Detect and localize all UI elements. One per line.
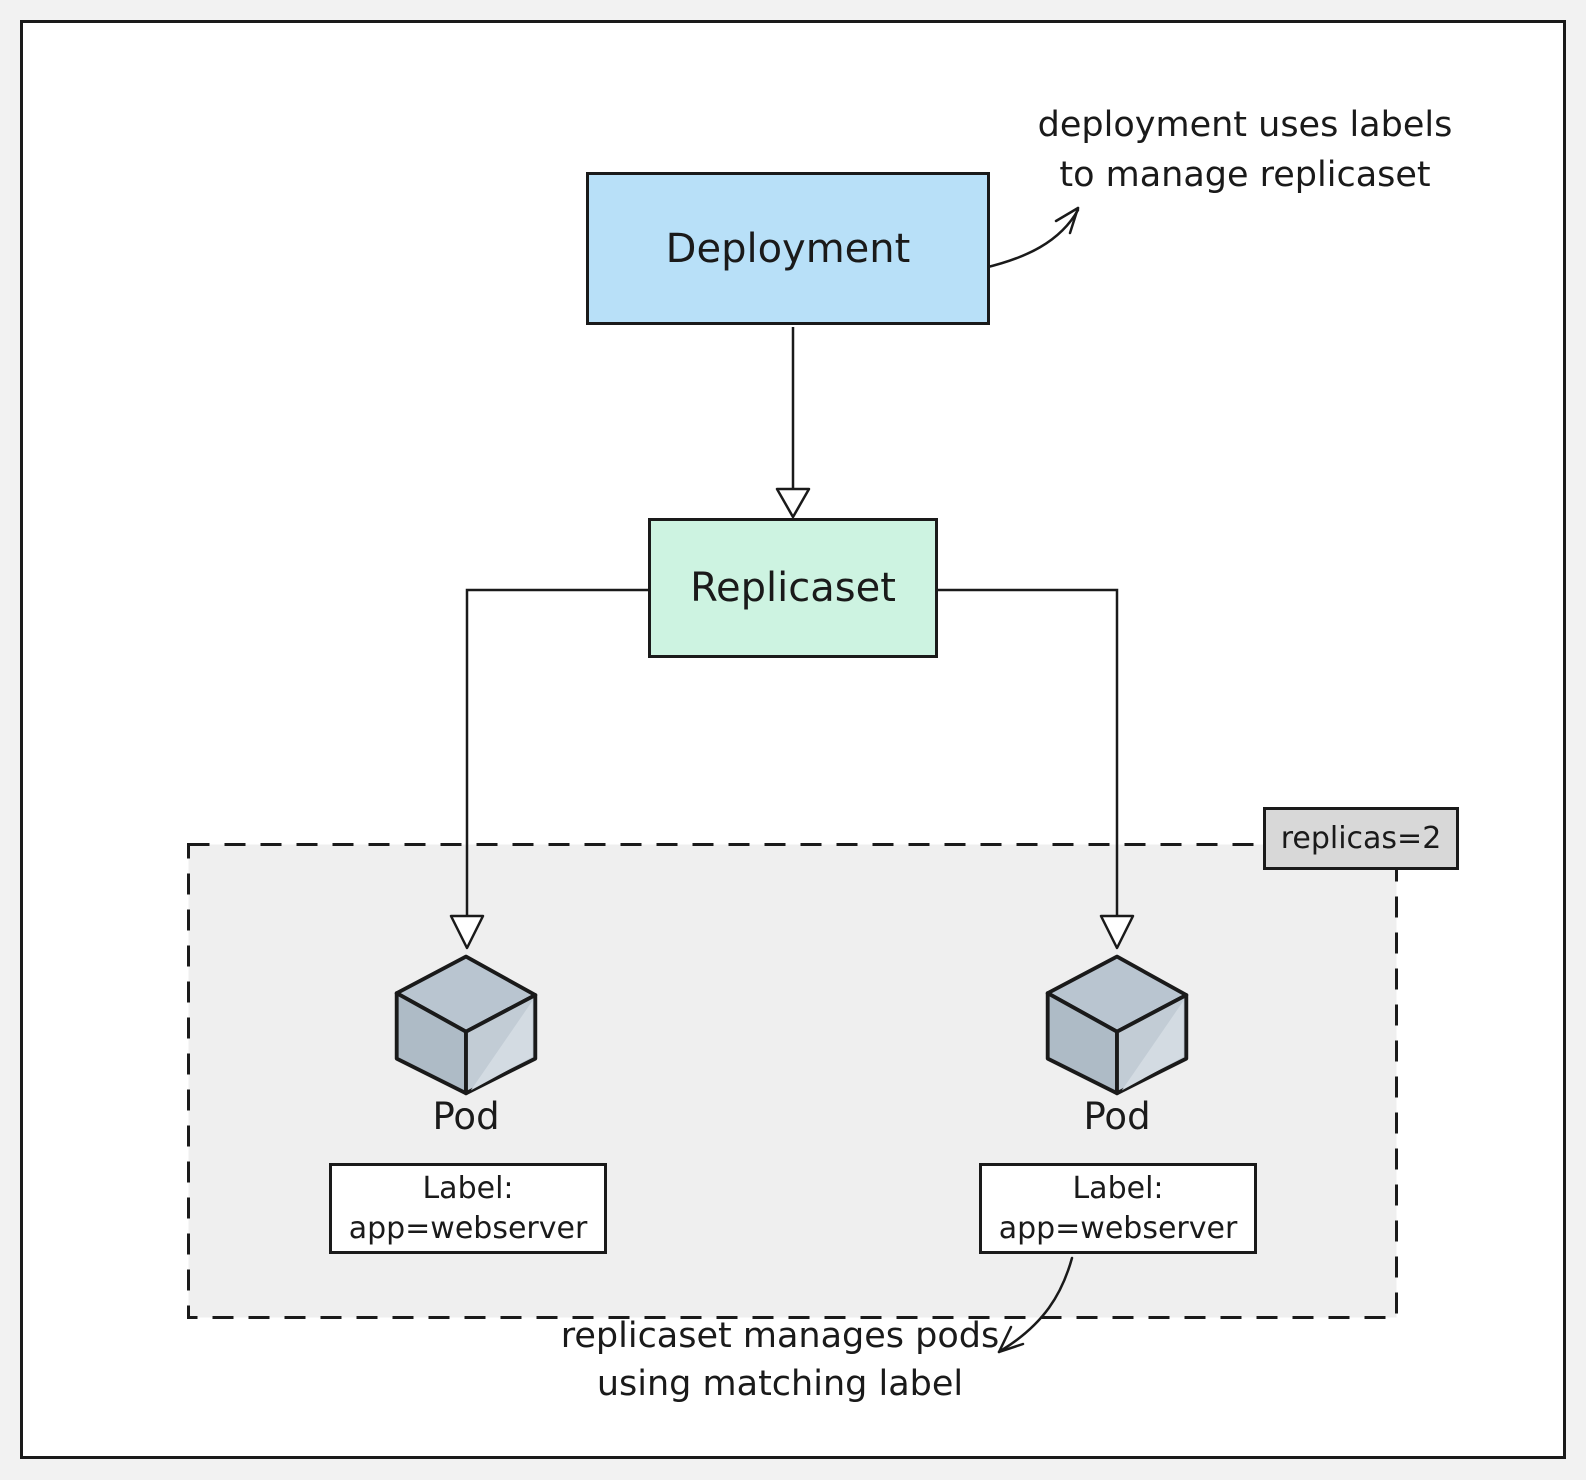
note-deployment-line1: deployment uses labels <box>1037 105 1453 145</box>
note-pods: replicaset manages pods using matching l… <box>545 1312 1015 1408</box>
pod-label-box: Label: app=webserver <box>329 1163 607 1254</box>
pod-label-title: Label: <box>422 1171 514 1206</box>
pod-label-value: app=webserver <box>998 1211 1238 1246</box>
badge-replicas: replicas=2 <box>1263 807 1459 870</box>
note-pods-line2: using matching label <box>596 1364 964 1404</box>
pod-label-value: app=webserver <box>348 1211 588 1246</box>
pod-cube-icon <box>394 954 538 1096</box>
pod-label-title: Label: <box>1072 1171 1164 1206</box>
node-deployment: Deployment <box>586 172 990 325</box>
pod-cube-icon <box>1045 954 1189 1096</box>
node-replicaset-label: Replicaset <box>690 565 896 611</box>
note-deployment: deployment uses labels to manage replica… <box>1010 100 1480 200</box>
pod-label-box: Label: app=webserver <box>979 1163 1257 1254</box>
pod-name: Pod <box>1083 1095 1151 1138</box>
pod-name: Pod <box>432 1095 500 1138</box>
node-deployment-label: Deployment <box>665 225 911 272</box>
note-pods-line1: replicaset manages pods <box>560 1316 1000 1356</box>
node-replicaset: Replicaset <box>648 518 938 658</box>
badge-replicas-label: replicas=2 <box>1280 821 1442 856</box>
note-deployment-line2: to manage replicaset <box>1059 155 1431 195</box>
